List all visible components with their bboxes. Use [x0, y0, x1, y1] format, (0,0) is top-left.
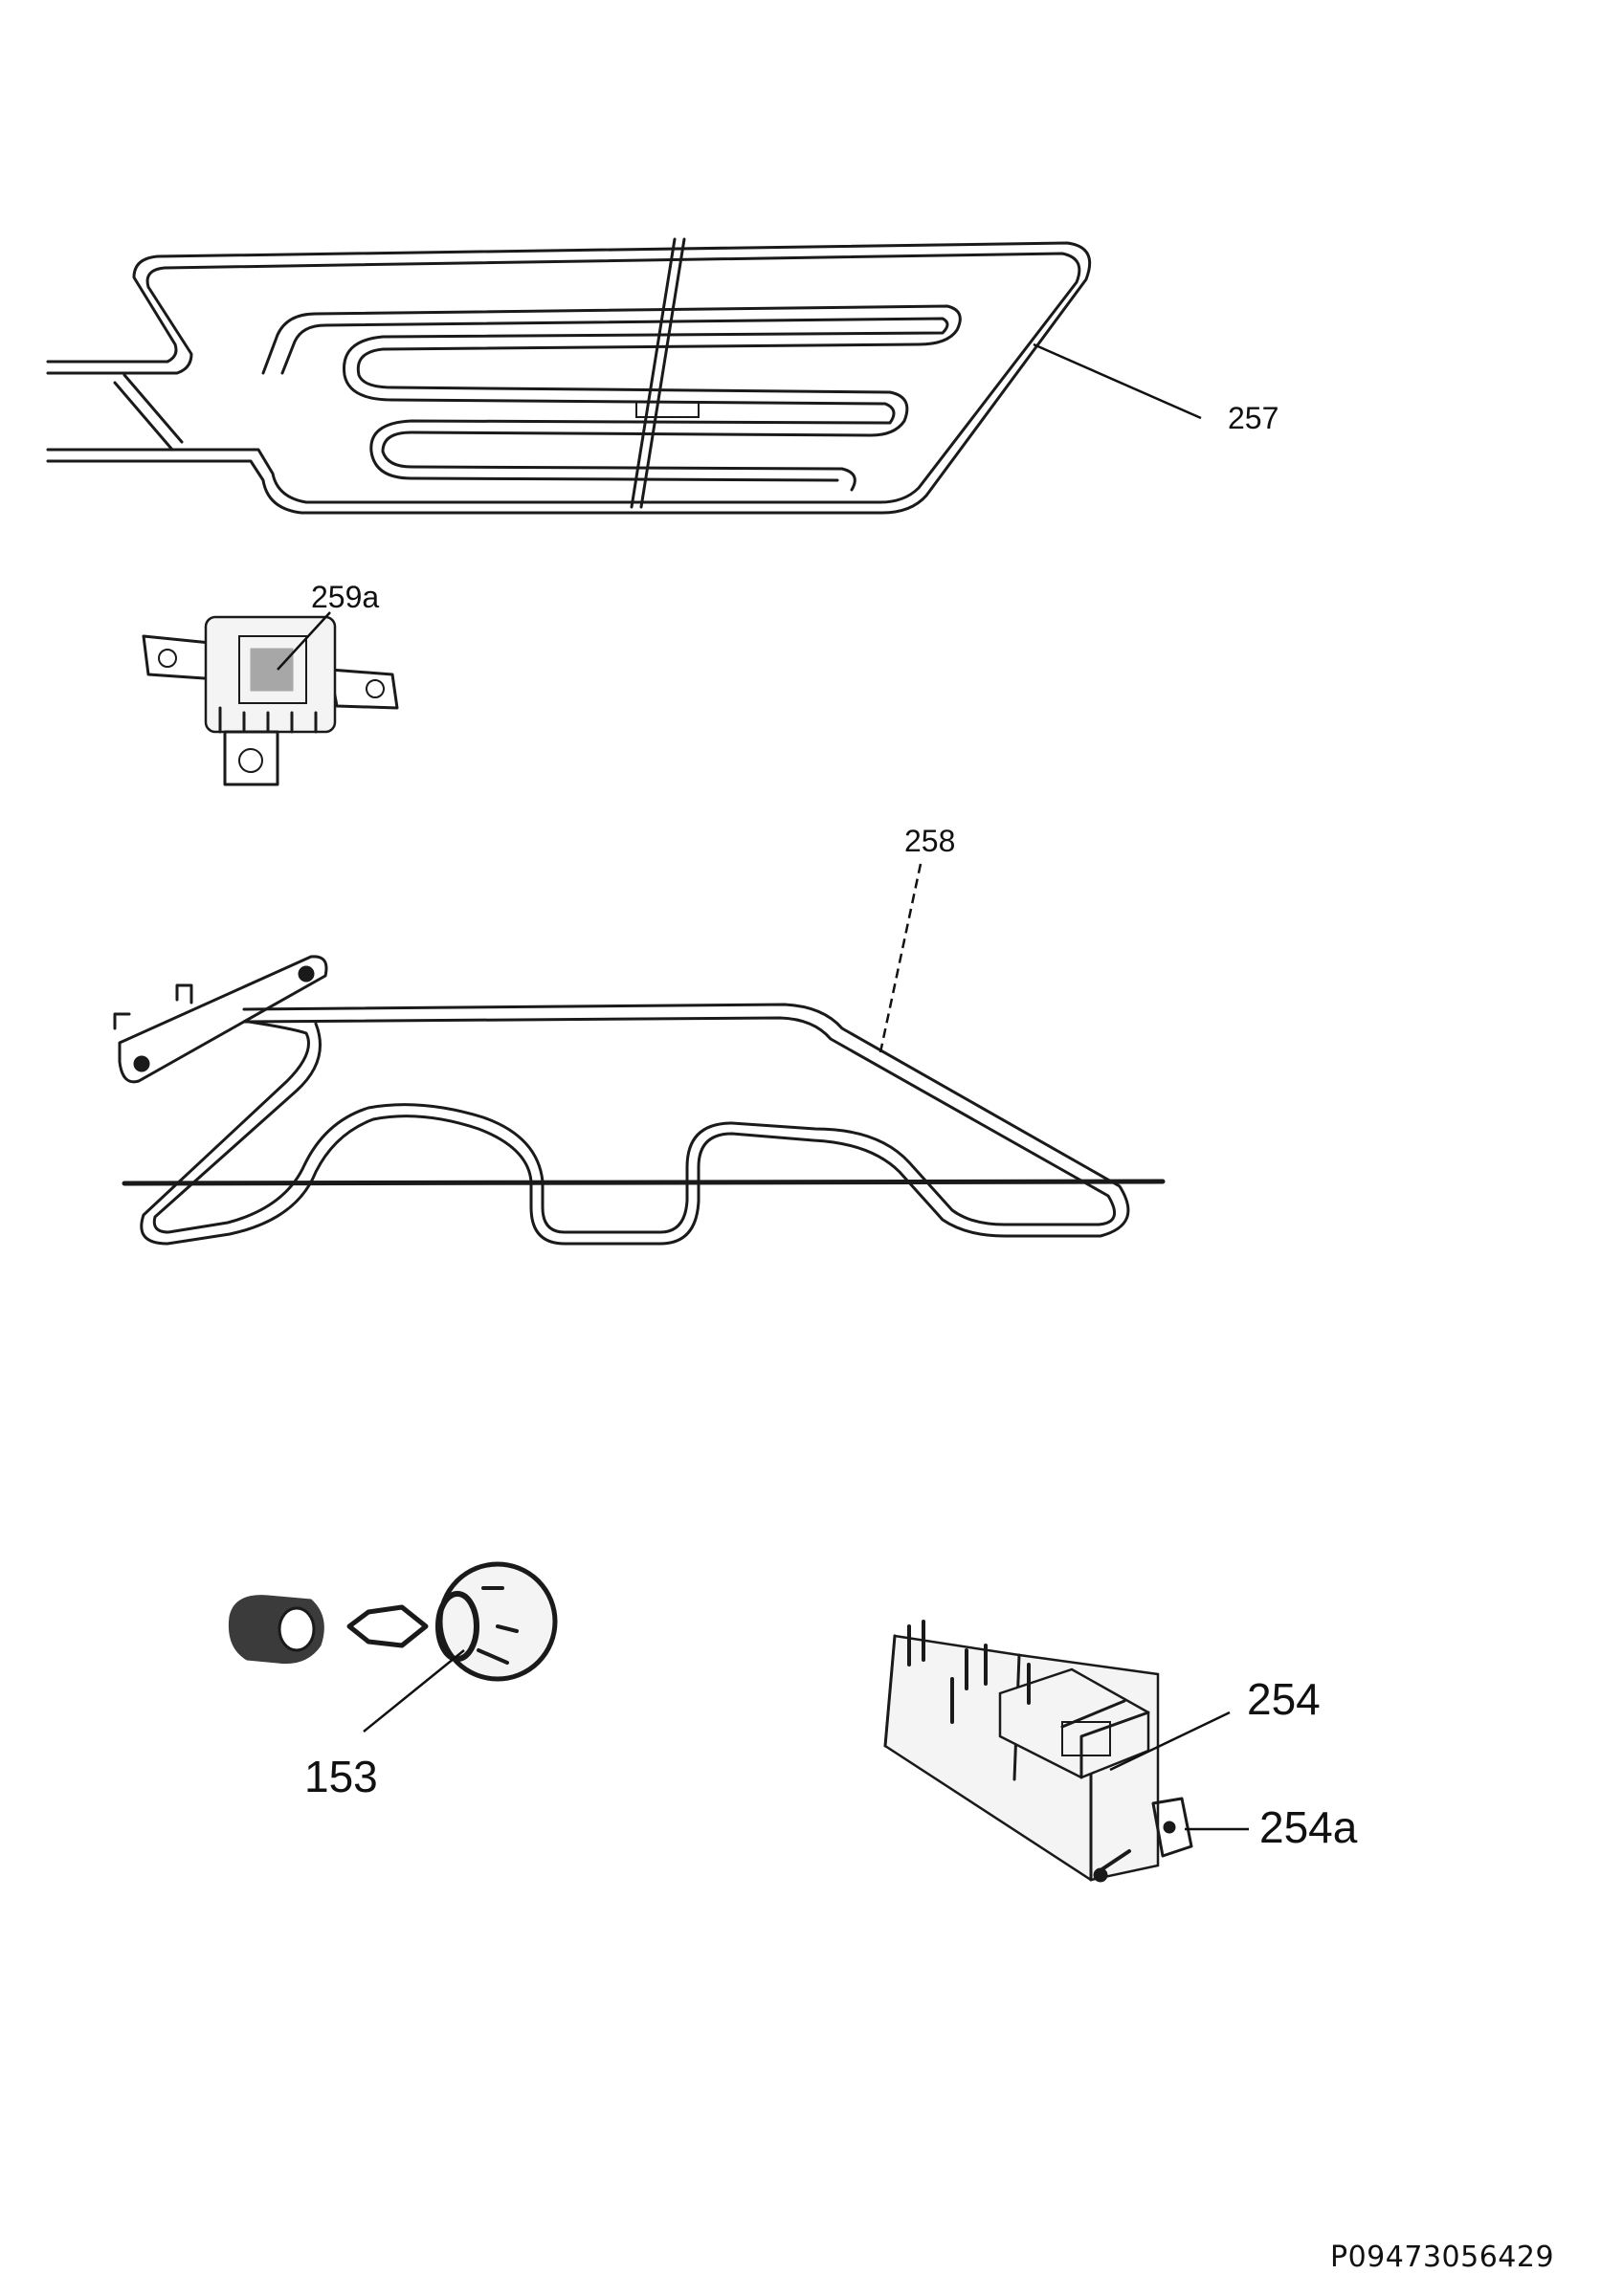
callout-254a: 254a: [1259, 1802, 1358, 1852]
leader-259a: [277, 611, 331, 671]
callout-259a: 259a: [311, 580, 379, 614]
callout-153: 153: [304, 1752, 378, 1801]
thermostat-259a: [142, 615, 399, 786]
callout-254: 254: [1247, 1674, 1321, 1724]
knob-assembly-153: [228, 1561, 558, 1682]
leader-254: [1109, 1711, 1231, 1772]
bottom-heating-element-258: [113, 955, 1166, 1246]
leader-153: [363, 1649, 465, 1733]
ignition-generator-254: [883, 1620, 1193, 1883]
grill-heating-element-257: [46, 237, 1092, 515]
document-id: P09473056429: [1330, 2241, 1555, 2274]
leader-258: [878, 863, 923, 1053]
callout-257: 257: [1228, 401, 1279, 435]
leader-257: [1033, 342, 1202, 420]
callout-258: 258: [904, 824, 955, 858]
